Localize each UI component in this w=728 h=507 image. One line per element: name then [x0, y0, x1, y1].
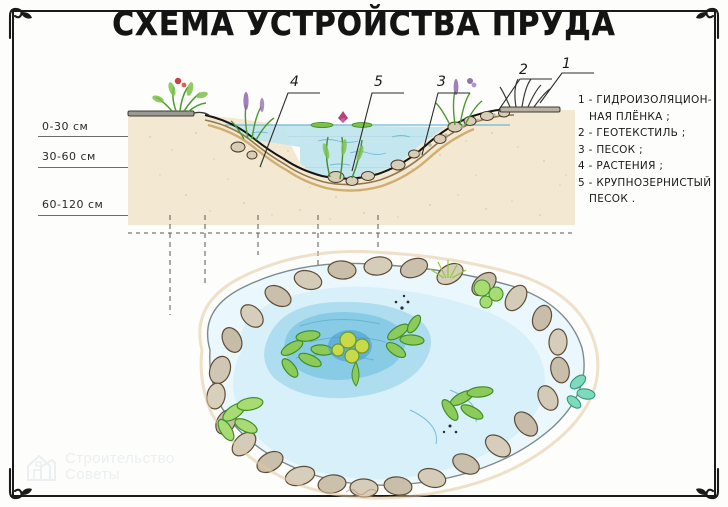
depth-label-60-120: 60-120 см [42, 198, 104, 211]
callout-number-1: 1 [562, 56, 571, 72]
pond-plan-view [198, 250, 600, 500]
watermark-line-2: Советы [65, 466, 120, 483]
pond-plant-cluster-right [385, 294, 425, 359]
watermark-text: Строительство Советы [65, 451, 175, 483]
watermark: Строительство Советы [24, 450, 175, 484]
legend-item-1: 1 - ГИДРОИЗОЛЯЦИОН- [578, 94, 712, 106]
pond-grass-tuft [429, 260, 467, 279]
watermark-line-1: Строительство [65, 450, 175, 467]
pond-plant-cluster-bottom-right [441, 386, 494, 434]
callout-number-2: 2 [519, 62, 528, 78]
pond-plant-cluster-center [328, 330, 372, 387]
pond-plant-cluster-bank-left [217, 397, 264, 442]
legend: 1 - ГИДРОИЗОЛЯЦИОН- НАЯ ПЛЁНКА ; 2 - ГЕО… [578, 92, 720, 208]
corner-flourish-bottom-right-icon [686, 467, 720, 501]
legend-item-2: 2 - ГЕОТЕКСТИЛЬ ; [578, 127, 686, 139]
house-icon [24, 450, 58, 484]
cross-section-drawing [127, 72, 594, 225]
legend-item-5-cont: ПЕСОК . [589, 193, 636, 205]
pond-plant-cluster-left [280, 330, 334, 378]
pond-plant-cluster-bank-right [566, 374, 596, 409]
legend-item-4: 4 - РАСТЕНИЯ ; [578, 160, 664, 172]
callout-number-4: 4 [290, 74, 299, 90]
callout-number-3: 3 [437, 74, 446, 90]
page-title: СХЕМА УСТРОЙСТВА ПРУДА [112, 4, 616, 43]
depth-label-30-60: 30-60 см [42, 150, 96, 163]
callout-number-5: 5 [374, 74, 383, 90]
projection-lines [128, 215, 575, 315]
depth-label-0-30: 0-30 см [42, 120, 89, 133]
corner-flourish-top-left-icon [8, 6, 42, 40]
corner-flourish-top-right-icon [686, 6, 720, 40]
legend-item-3: 3 - ПЕСОК ; [578, 143, 643, 156]
corner-flourish-bottom-left-icon [8, 467, 42, 501]
legend-item-5: 5 - КРУПНОЗЕРНИСТЫЙ [578, 176, 712, 189]
legend-item-1-cont: НАЯ ПЛЁНКА ; [589, 110, 671, 123]
